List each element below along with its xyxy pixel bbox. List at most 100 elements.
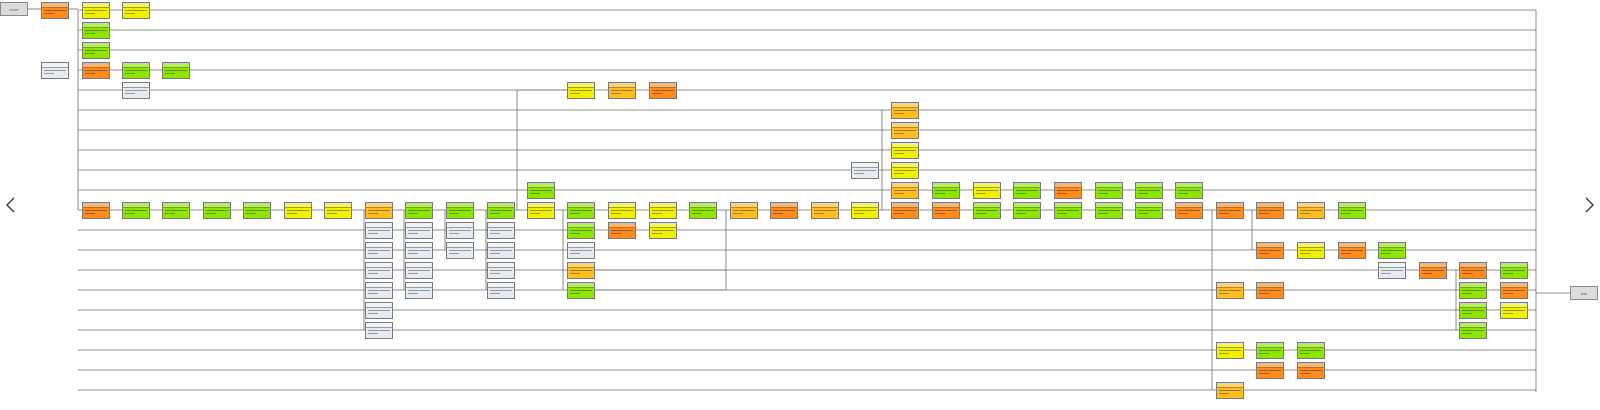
task-node[interactable] <box>567 82 595 99</box>
task-node[interactable] <box>82 202 110 219</box>
task-node[interactable] <box>122 2 150 19</box>
task-node[interactable] <box>1256 362 1284 379</box>
task-node[interactable] <box>284 202 312 219</box>
task-node[interactable] <box>1256 242 1284 259</box>
note-node[interactable] <box>365 302 393 319</box>
task-node[interactable] <box>891 182 919 199</box>
task-node[interactable] <box>41 2 69 19</box>
note-node[interactable] <box>365 222 393 239</box>
note-node[interactable] <box>365 262 393 279</box>
task-node[interactable] <box>608 222 636 239</box>
task-node[interactable] <box>1459 302 1487 319</box>
task-node[interactable] <box>1135 182 1163 199</box>
task-node[interactable] <box>649 82 677 99</box>
task-node[interactable] <box>1500 282 1528 299</box>
task-node[interactable] <box>1500 302 1528 319</box>
task-node[interactable] <box>1297 242 1325 259</box>
note-node[interactable] <box>405 242 433 259</box>
task-node[interactable] <box>1297 362 1325 379</box>
task-node[interactable] <box>608 202 636 219</box>
note-node[interactable] <box>1378 262 1406 279</box>
task-node[interactable] <box>1054 202 1082 219</box>
task-node[interactable] <box>567 202 595 219</box>
task-node[interactable] <box>82 2 110 19</box>
task-node[interactable] <box>1216 202 1244 219</box>
task-node[interactable] <box>405 202 433 219</box>
task-node[interactable] <box>1175 202 1203 219</box>
task-node[interactable] <box>1297 202 1325 219</box>
task-node[interactable] <box>1216 382 1244 399</box>
task-node[interactable] <box>1459 262 1487 279</box>
end-node[interactable]: END <box>1570 286 1598 300</box>
task-node[interactable] <box>1256 282 1284 299</box>
note-node[interactable] <box>487 242 515 259</box>
task-node[interactable] <box>1216 282 1244 299</box>
note-node[interactable] <box>41 62 69 79</box>
note-node[interactable] <box>487 222 515 239</box>
note-node[interactable] <box>365 242 393 259</box>
start-node[interactable]: START <box>0 2 28 16</box>
task-node[interactable] <box>891 122 919 139</box>
task-node[interactable] <box>527 202 555 219</box>
task-node[interactable] <box>243 202 271 219</box>
task-node[interactable] <box>932 182 960 199</box>
note-node[interactable] <box>446 242 474 259</box>
note-node[interactable] <box>365 322 393 339</box>
task-node[interactable] <box>1013 182 1041 199</box>
task-node[interactable] <box>567 282 595 299</box>
task-node[interactable] <box>324 202 352 219</box>
note-node[interactable] <box>851 162 879 179</box>
task-node[interactable] <box>365 202 393 219</box>
task-node[interactable] <box>891 202 919 219</box>
task-node[interactable] <box>1459 322 1487 339</box>
note-node[interactable] <box>405 222 433 239</box>
task-node[interactable] <box>1378 242 1406 259</box>
task-node[interactable] <box>608 82 636 99</box>
note-node[interactable] <box>567 242 595 259</box>
task-node[interactable] <box>689 202 717 219</box>
task-node[interactable] <box>891 142 919 159</box>
note-node[interactable] <box>487 262 515 279</box>
task-node[interactable] <box>973 182 1001 199</box>
task-node[interactable] <box>649 202 677 219</box>
task-node[interactable] <box>1256 202 1284 219</box>
note-node[interactable] <box>122 82 150 99</box>
task-node[interactable] <box>162 62 190 79</box>
task-node[interactable] <box>82 62 110 79</box>
task-node[interactable] <box>730 202 758 219</box>
note-node[interactable] <box>487 282 515 299</box>
task-node[interactable] <box>1095 202 1123 219</box>
task-node[interactable] <box>446 202 474 219</box>
note-node[interactable] <box>405 262 433 279</box>
task-node[interactable] <box>203 202 231 219</box>
task-node[interactable] <box>1297 342 1325 359</box>
task-node[interactable] <box>891 162 919 179</box>
task-node[interactable] <box>973 202 1001 219</box>
note-node[interactable] <box>365 282 393 299</box>
task-node[interactable] <box>567 262 595 279</box>
task-node[interactable] <box>527 182 555 199</box>
task-node[interactable] <box>1095 182 1123 199</box>
task-node[interactable] <box>162 202 190 219</box>
task-node[interactable] <box>122 202 150 219</box>
note-node[interactable] <box>405 282 433 299</box>
note-node[interactable] <box>446 222 474 239</box>
task-node[interactable] <box>487 202 515 219</box>
task-node[interactable] <box>122 62 150 79</box>
task-node[interactable] <box>1054 182 1082 199</box>
task-node[interactable] <box>770 202 798 219</box>
task-node[interactable] <box>851 202 879 219</box>
task-node[interactable] <box>1256 342 1284 359</box>
task-node[interactable] <box>1175 182 1203 199</box>
task-node[interactable] <box>649 222 677 239</box>
chevron-left-icon[interactable] <box>3 196 19 214</box>
task-node[interactable] <box>82 22 110 39</box>
task-node[interactable] <box>82 42 110 59</box>
task-node[interactable] <box>891 102 919 119</box>
task-node[interactable] <box>1216 342 1244 359</box>
task-node[interactable] <box>1135 202 1163 219</box>
task-node[interactable] <box>567 222 595 239</box>
task-node[interactable] <box>1419 262 1447 279</box>
task-node[interactable] <box>1338 202 1366 219</box>
task-node[interactable] <box>932 202 960 219</box>
